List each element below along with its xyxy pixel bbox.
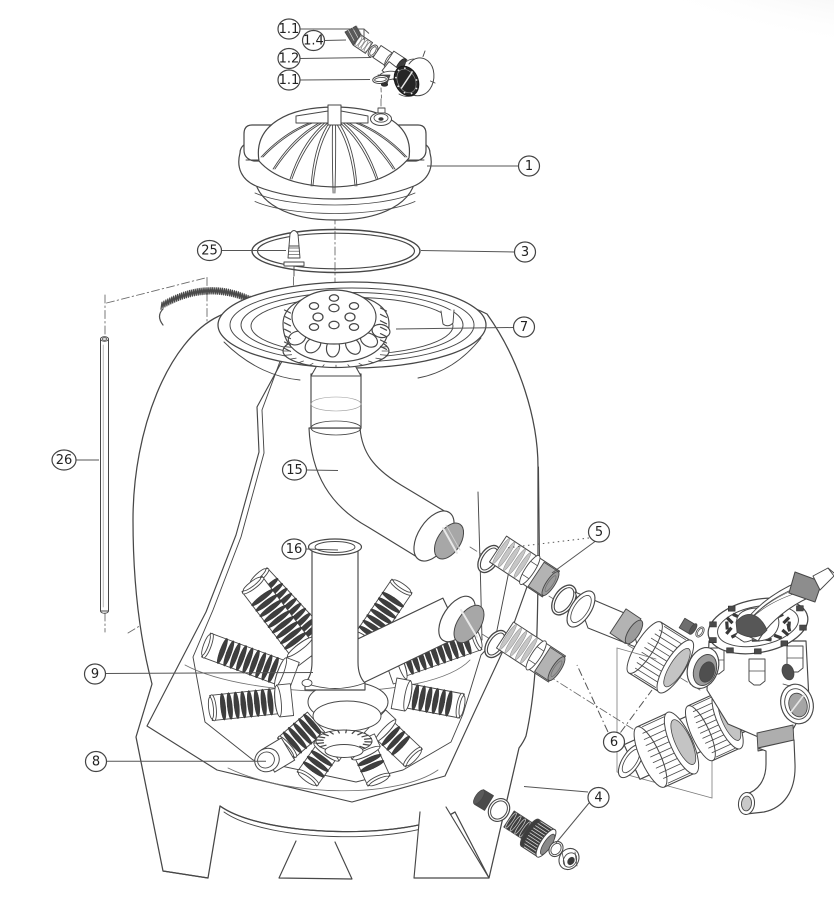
gauge-assembly-drawing (344, 25, 436, 99)
callout-label: 8 (92, 755, 100, 770)
fitting-upper (489, 535, 560, 598)
callout-bubble (587, 786, 610, 809)
callout-bubble (513, 241, 537, 263)
pipe-16-drawing (301, 538, 485, 691)
callout-bubble (51, 449, 77, 471)
lateral-w-down (207, 686, 290, 722)
callout-bubble (277, 69, 301, 91)
callout-leader (576, 664, 609, 733)
callout-label: 1.1 (279, 22, 300, 37)
callout-8-12: 8 (84, 750, 266, 773)
callout-bubble (512, 316, 536, 338)
callout-bubble (83, 663, 107, 685)
callout-bubble (517, 155, 541, 177)
callout-26-8: 26 (51, 449, 99, 471)
air-relief-drawing (283, 230, 305, 277)
callout-bubble (281, 459, 308, 481)
callout-1.1-3: 1.1 (277, 69, 371, 91)
callout-label: 1 (525, 159, 533, 174)
callout-1.1-0: 1.1 (277, 18, 370, 40)
callout-leader (551, 541, 596, 574)
callout-bubble (602, 731, 626, 753)
callout-leader (395, 327, 514, 330)
callout-leader (306, 469, 339, 471)
callout-label: 16 (286, 542, 303, 557)
callout-bubble (196, 239, 223, 262)
callout-label: 1.2 (279, 52, 300, 67)
callout-leader (105, 672, 314, 674)
callout-bubble (587, 521, 611, 543)
union-nut-lower-1 (633, 711, 700, 788)
lateral-nw (241, 575, 317, 664)
callout-label: 1.1 (279, 73, 300, 88)
callout-label: 15 (286, 463, 303, 478)
callout-label: 25 (201, 244, 218, 259)
callout-label: 5 (595, 525, 603, 540)
callout-label: 4 (594, 791, 602, 806)
callout-1-4: 1 (427, 155, 541, 177)
callout-leader (420, 250, 515, 253)
callout-leader (523, 786, 589, 793)
callout-7-7: 7 (395, 316, 536, 338)
callout-6-14: 6 (576, 664, 653, 753)
callout-label: 9 (91, 667, 99, 682)
callout-3-5: 3 (420, 241, 537, 263)
callout-bubble (277, 18, 301, 40)
drain-assembly-drawing (473, 789, 580, 871)
callout-leader (324, 39, 347, 41)
lid-drawing (238, 98, 432, 221)
callout-label: 3 (521, 245, 529, 260)
callout-bubble (277, 47, 301, 70)
callout-16-10: 16 (281, 538, 339, 560)
callout-leader (299, 57, 372, 59)
callout-leader (305, 548, 339, 551)
callout-5-13: 5 (505, 521, 611, 574)
callout-bubble (84, 750, 108, 773)
callout-9-11: 9 (83, 663, 314, 685)
page-shade (634, 0, 834, 64)
callout-1.2-2: 1.2 (277, 47, 372, 70)
drain-nut (519, 818, 557, 858)
callout-25-6: 25 (196, 239, 286, 262)
callout-1.4-1: 1.4 (301, 29, 347, 52)
callout-label: 7 (520, 320, 528, 335)
callout-bubble (301, 29, 326, 52)
callout-label: 1.4 (303, 34, 324, 49)
fitting-lower (496, 621, 566, 683)
callout-label: 6 (610, 735, 618, 750)
valve-adaptor-drawing (566, 590, 644, 649)
lateral-8-tip (254, 737, 296, 773)
union-nut-upper (626, 621, 695, 694)
callout-bubble (281, 538, 307, 560)
drain-tube-drawing (100, 336, 109, 614)
callout-leader (555, 802, 590, 844)
pipe-15-drawing (308, 427, 465, 562)
callout-4-15: 4 (523, 786, 610, 844)
multiport-valve-drawing (616, 567, 834, 815)
callout-leader (299, 79, 371, 81)
callout-15-9: 15 (281, 459, 339, 481)
diffuser-drawing (282, 289, 391, 436)
bulkhead-fittings-drawing (469, 535, 705, 732)
callout-label: 26 (56, 453, 73, 468)
